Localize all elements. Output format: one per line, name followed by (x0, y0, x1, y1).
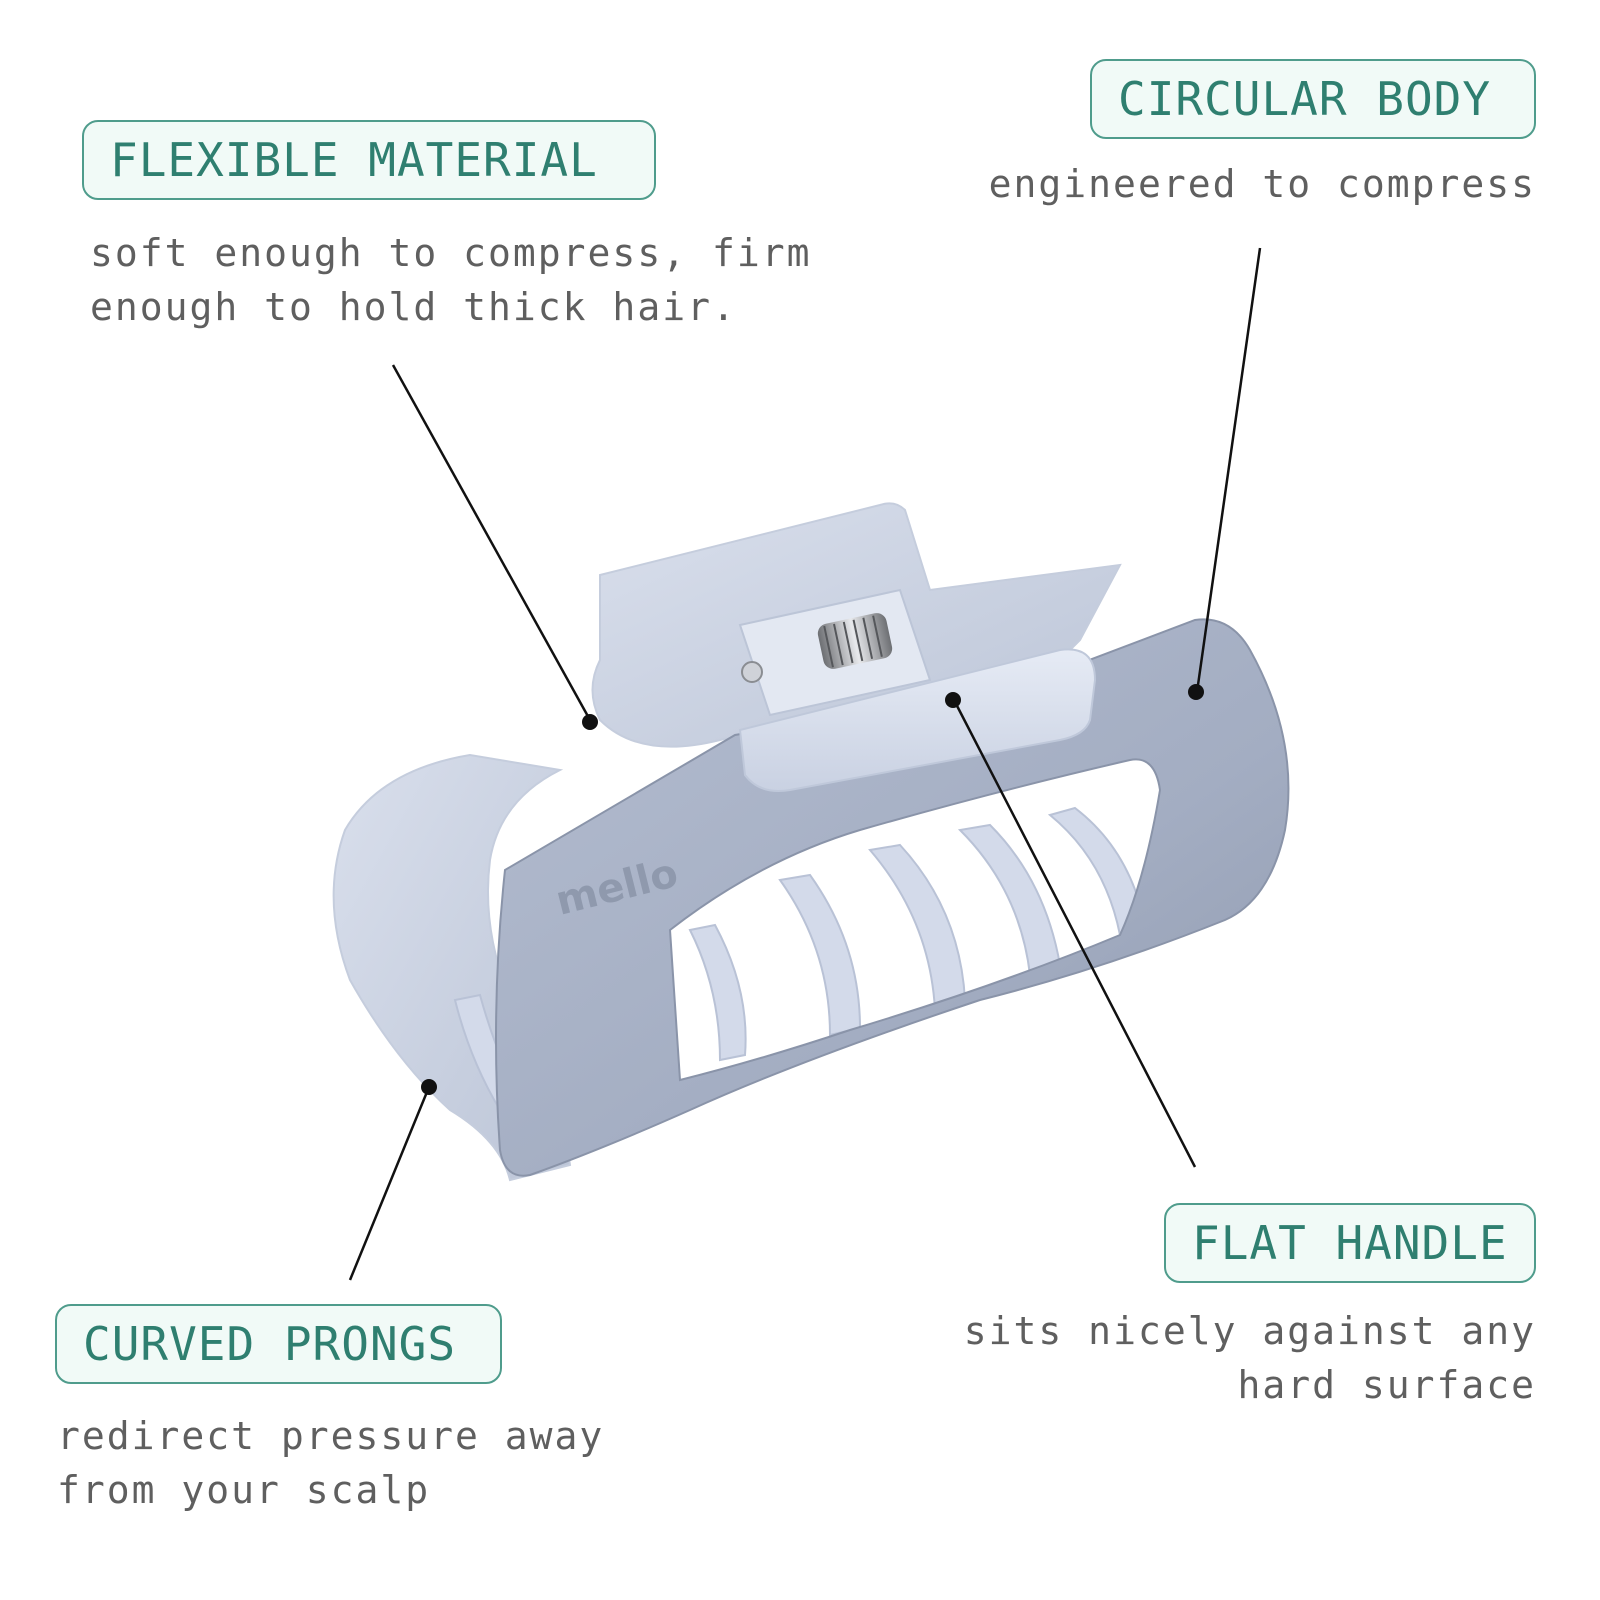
dot-flat (945, 692, 961, 708)
flexible-material-badge: FLEXIBLE MATERIAL (82, 120, 656, 200)
rivet (741, 661, 763, 683)
flat-handle-badge: FLAT HANDLE (1164, 1203, 1536, 1283)
leader-circular (1195, 247, 1262, 693)
curved-prongs-description: redirect pressure away from your scalp (57, 1409, 604, 1517)
leader-flexible (391, 364, 592, 721)
dot-circular (1188, 684, 1204, 700)
description-line: sits nicely against any (963, 1309, 1536, 1353)
dot-flexible (582, 714, 598, 730)
front-jaw (495, 618, 1290, 1177)
circular-body-description: engineered to compress (989, 157, 1536, 211)
description-line: enough to hold thick hair. (90, 285, 737, 329)
leader-curved (348, 1086, 431, 1281)
spring (817, 613, 893, 669)
curved-prongs-badge: CURVED PRONGS (55, 1304, 502, 1384)
leader-flat (952, 699, 1197, 1168)
description-line: redirect pressure away (57, 1414, 605, 1458)
description-line: from your scalp (57, 1468, 431, 1512)
flat-handle-description: sits nicely against any hard surface (964, 1304, 1536, 1412)
circular-body-badge: CIRCULAR BODY (1090, 59, 1536, 139)
flat-handle (738, 648, 1097, 792)
leader-dots (421, 684, 1204, 1095)
leader-lines (348, 247, 1262, 1281)
dot-curved (421, 1079, 437, 1095)
description-line: engineered to compress (988, 162, 1536, 206)
description-line: soft enough to compress, firm (90, 231, 812, 275)
description-line: hard surface (1237, 1363, 1536, 1407)
flexible-material-description: soft enough to compress, firm enough to … (90, 226, 811, 334)
